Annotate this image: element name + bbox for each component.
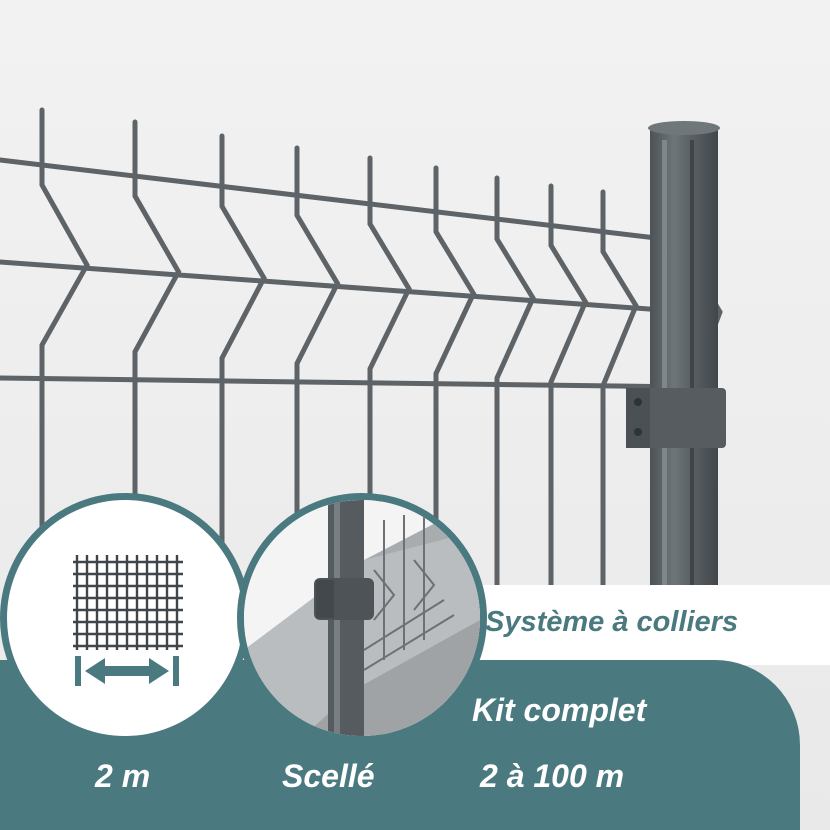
- double-arrow-icon: [75, 656, 179, 686]
- fence-rail-top: [0, 157, 693, 245]
- system-label-band: [430, 585, 830, 665]
- fence-rail-bottom: [0, 375, 693, 390]
- fence-panel-icon: [73, 555, 183, 686]
- fence-wire-vertical: [548, 183, 589, 603]
- length-label: 2 m: [95, 758, 151, 794]
- panel-width-badge: [0, 493, 250, 743]
- sealed-post-photo: [244, 500, 480, 736]
- fence-wire-vertical: [219, 133, 267, 603]
- install-label: Scellé: [282, 758, 375, 794]
- collar-clamp: [626, 388, 726, 448]
- fence-wire-vertical: [433, 165, 477, 603]
- fence-wire-vertical: [39, 107, 90, 603]
- sealed-installation-badge: [237, 493, 487, 743]
- range-label: 2 à 100 m: [480, 758, 625, 794]
- fence-rail-middle: [0, 259, 693, 315]
- fence-wire-vertical: [494, 175, 536, 603]
- kit-label: Kit complet: [472, 692, 647, 728]
- fence-post: [626, 121, 726, 598]
- fence-wire-vertical: [600, 189, 639, 603]
- system-label: Système à colliers: [485, 606, 739, 638]
- fence-wire-vertical: [367, 155, 412, 603]
- fence-wire-vertical: [132, 119, 182, 603]
- fence-wire-vertical: [294, 145, 341, 603]
